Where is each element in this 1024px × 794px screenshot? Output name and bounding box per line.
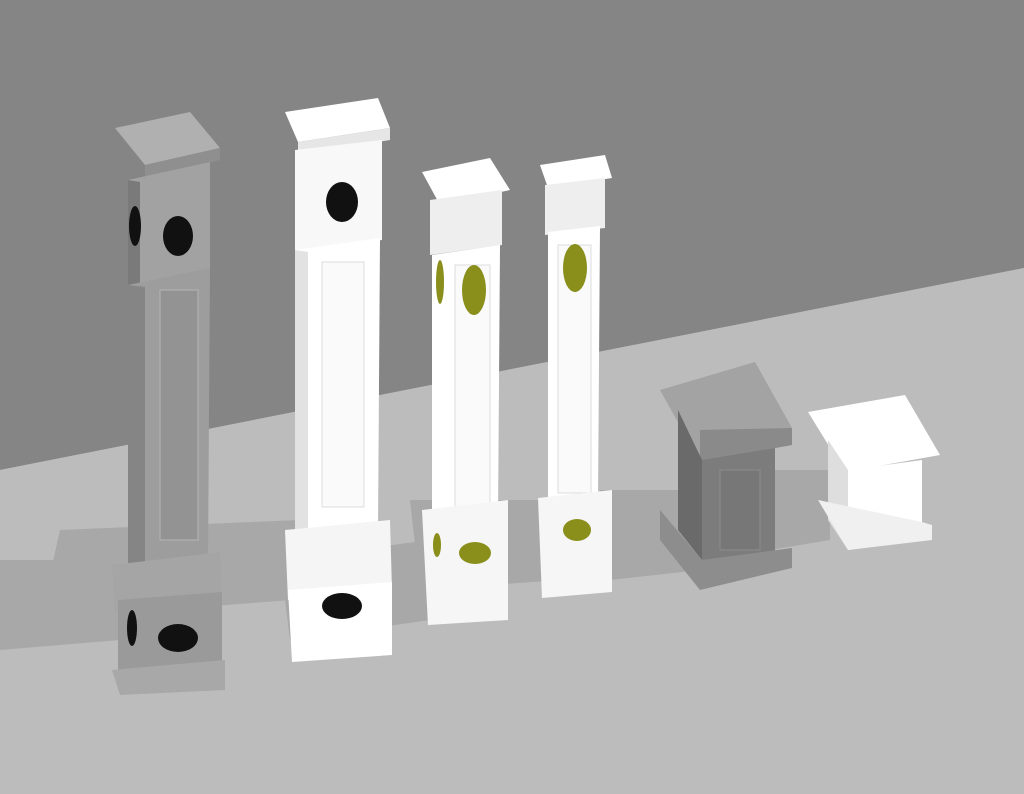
- white-gold-column-2: [538, 155, 612, 598]
- black-ornament-top: [326, 182, 358, 222]
- wall: [0, 0, 1024, 470]
- gold-ornament-top: [462, 265, 486, 315]
- gold-ornament-base: [563, 519, 591, 541]
- black-ornament-base: [322, 593, 362, 619]
- black-ornament-base: [158, 624, 198, 652]
- white-gold-column-1: [422, 158, 510, 625]
- white-column: [285, 98, 392, 662]
- white-pedestal: [808, 395, 940, 550]
- grey-column: [112, 112, 225, 695]
- gold-ornament-base: [459, 542, 491, 564]
- gold-ornament-top: [563, 244, 587, 292]
- grey-pedestal: [660, 362, 792, 590]
- black-ornament-top: [163, 216, 193, 256]
